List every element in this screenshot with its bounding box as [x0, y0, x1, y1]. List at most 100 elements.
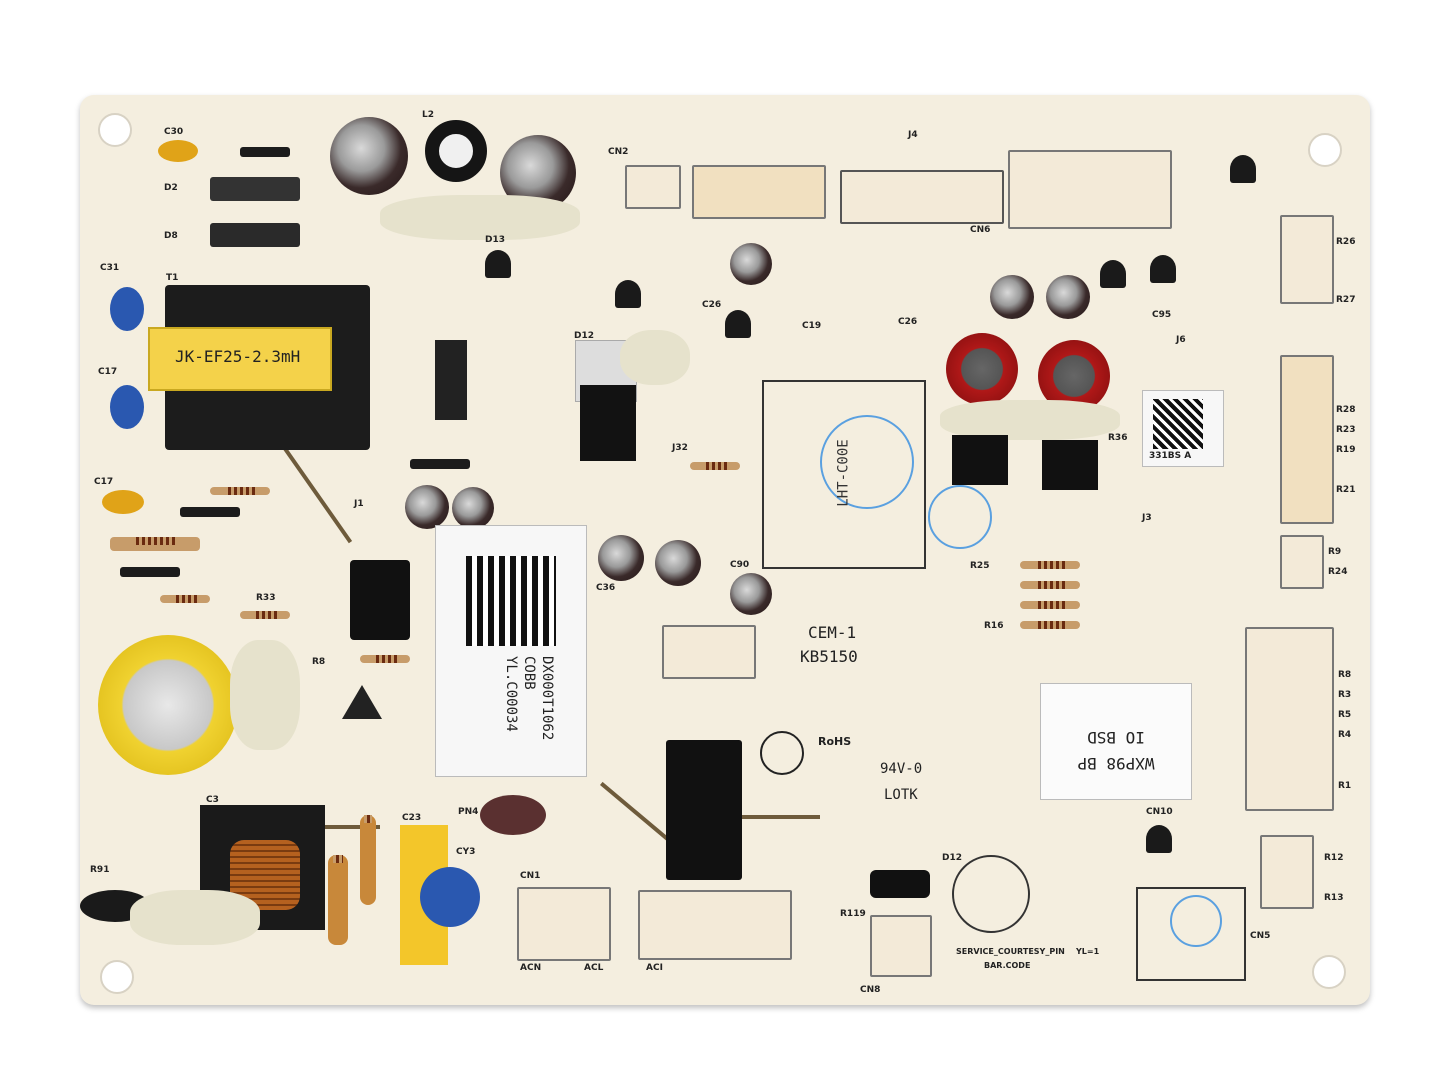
- ref-r21: R21: [1336, 485, 1356, 495]
- ref-c30: C30: [164, 127, 184, 137]
- wxp-sticker: WXP98 BP IO BSD: [1040, 683, 1192, 800]
- ref-r4: R4: [1338, 730, 1352, 740]
- sticker-line-2: COBB: [521, 656, 537, 690]
- ref-l2: L2: [422, 110, 434, 120]
- resistor: [1020, 621, 1080, 629]
- ref-d12: D12: [574, 331, 594, 341]
- ref-cn2: CN2: [608, 147, 629, 157]
- ref-r8: R8: [312, 657, 326, 667]
- mounting-hole: [1312, 955, 1346, 989]
- cem-text: CEM-1: [808, 623, 857, 642]
- diode: [240, 147, 290, 157]
- connector: [692, 165, 826, 219]
- mosfet: [952, 435, 1008, 485]
- hot-glue: [620, 330, 690, 385]
- transformer-bobbin: [148, 327, 332, 391]
- connector: [1260, 835, 1314, 909]
- small-transistor: [870, 870, 930, 898]
- electrolytic-capacitor: [452, 487, 494, 529]
- ref-c19: C19: [802, 321, 822, 331]
- y-capacitor: [110, 385, 144, 429]
- electrolytic-capacitor: [405, 485, 449, 529]
- bulk-capacitor: [98, 635, 238, 775]
- ptc-thermistor: [480, 795, 546, 835]
- transistor: [615, 280, 641, 308]
- ref-j32: J32: [672, 443, 688, 453]
- ref-c90: C90: [730, 560, 750, 570]
- ref-d13: D13: [485, 235, 505, 245]
- diode: [120, 567, 180, 577]
- ref-c23: C23: [402, 813, 422, 823]
- sticker-line-1: DX000T1062: [539, 656, 555, 741]
- resistor: [240, 611, 290, 619]
- relay: [666, 740, 742, 880]
- ref-d8: D8: [164, 231, 178, 241]
- hot-glue: [380, 195, 580, 240]
- ref-acn: ACN: [520, 963, 542, 973]
- ref-r1: R1: [1338, 781, 1352, 791]
- service-text: SERVICE_COURTESY_PIN: [956, 947, 1065, 956]
- yl-text: YL=1: [1076, 947, 1100, 956]
- connector: [662, 625, 756, 679]
- ref-r5: R5: [1338, 710, 1352, 720]
- connector: [638, 890, 792, 960]
- resistor: [210, 487, 270, 495]
- small-qr-text: 331BS A: [1149, 451, 1192, 461]
- barcode-outline: [1136, 887, 1246, 981]
- ref-c36: C36: [596, 583, 616, 593]
- resistor: [160, 595, 210, 603]
- transistor: [1150, 255, 1176, 283]
- high-voltage-icon: [342, 685, 382, 719]
- ref-c17b: C17: [94, 477, 114, 487]
- ref-c26: C26: [702, 300, 722, 310]
- diode: [180, 507, 240, 517]
- ref-r8: R8: [1338, 670, 1352, 680]
- ref-r24: R24: [1328, 567, 1348, 577]
- ref-aci: ACI: [646, 963, 663, 973]
- mcu-outline: [762, 380, 926, 569]
- ref-pn4: PN4: [458, 807, 479, 817]
- ref-cn6: CN6: [970, 225, 991, 235]
- connector-cn8: [870, 915, 932, 977]
- ref-c26b: C26: [898, 317, 918, 327]
- sticker-text: DX000T1062 COBB YL.C00034: [502, 656, 556, 740]
- ref-r3: R3: [1338, 690, 1352, 700]
- mosfet: [1042, 440, 1098, 490]
- electrolytic-capacitor: [946, 333, 1018, 405]
- mcu-text: LHT-C00E: [835, 439, 852, 507]
- resistor: [1020, 581, 1080, 589]
- v94-text: 94V-0: [880, 761, 923, 777]
- transformer-label: JK-EF25-2.3mH: [175, 347, 301, 366]
- wxp-line-1: WXP98 BP: [1077, 754, 1155, 773]
- rohs-text: RoHS: [818, 735, 852, 748]
- y-capacitor: [110, 287, 144, 331]
- transistor: [1146, 825, 1172, 853]
- ref-r36: R36: [1108, 433, 1128, 443]
- ref-acl: ACL: [584, 963, 604, 973]
- wxp-text: WXP98 BP IO BSD: [1051, 724, 1181, 776]
- diode: [210, 223, 300, 247]
- connector: [1280, 355, 1334, 524]
- ref-r33: R33: [256, 593, 276, 603]
- ref-r28: R28: [1336, 405, 1356, 415]
- inductor: [425, 120, 487, 182]
- electrolytic-capacitor: [730, 573, 772, 615]
- diode: [210, 177, 300, 201]
- ref-cn8: CN8: [860, 985, 881, 995]
- resistor: [690, 462, 740, 470]
- ref-j6: J6: [1176, 335, 1186, 345]
- ref-j3: J3: [1142, 513, 1152, 523]
- ref-r16: R16: [984, 621, 1004, 631]
- ref-c31: C31: [100, 263, 120, 273]
- ref-j4: J4: [908, 130, 918, 140]
- mounting-hole: [98, 113, 132, 147]
- ref-t1: T1: [166, 273, 179, 283]
- electrolytic-capacitor: [598, 535, 644, 581]
- ref-d12: D12: [942, 853, 962, 863]
- resistor: [1020, 561, 1080, 569]
- ref-cn10: CN10: [1146, 807, 1173, 817]
- lotk-text: LOTK: [884, 787, 918, 803]
- kb-text: KB5150: [800, 647, 858, 666]
- resistor: [360, 815, 376, 905]
- bar-code-text: BAR.CODE: [984, 961, 1031, 970]
